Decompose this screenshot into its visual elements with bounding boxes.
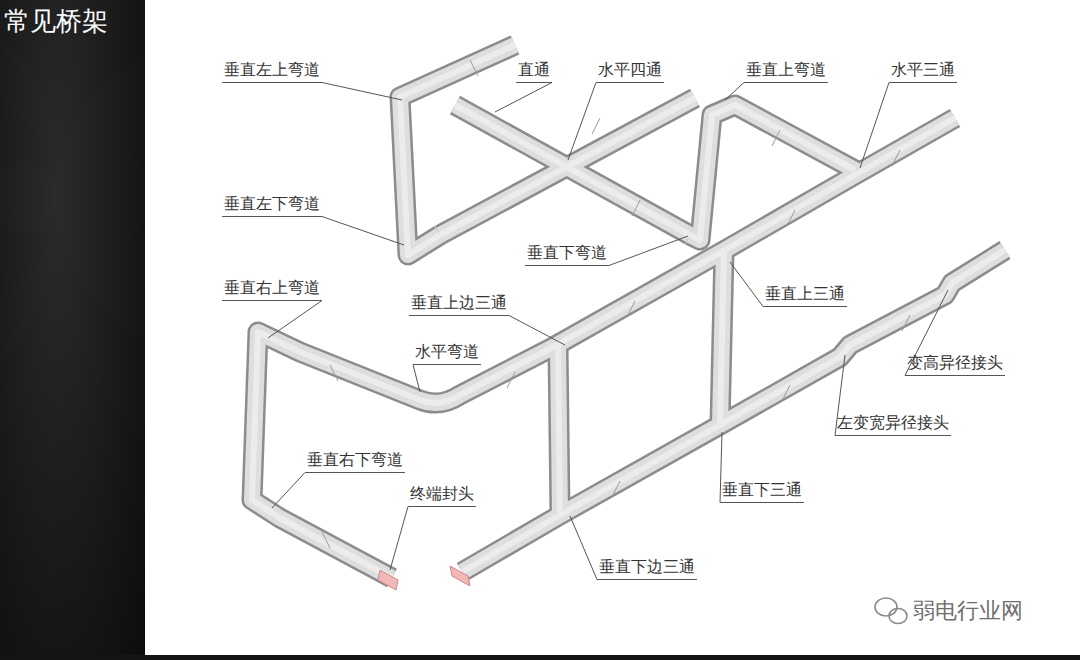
part-label: 水平弯道 bbox=[413, 342, 481, 365]
chalkboard-panel bbox=[0, 0, 145, 660]
leader-line bbox=[390, 507, 408, 571]
part-label: 垂直下弯道 bbox=[525, 243, 609, 266]
leader-line bbox=[725, 83, 744, 101]
watermark: 弱电行业网 bbox=[913, 597, 1023, 625]
leader-line bbox=[570, 516, 597, 580]
leader-line bbox=[268, 301, 322, 339]
part-label: 垂直右下弯道 bbox=[305, 450, 405, 473]
part-label: 左变宽异径接头 bbox=[835, 413, 951, 436]
part-label: 终端封头 bbox=[408, 484, 476, 507]
leader-line bbox=[730, 262, 763, 307]
part-label: 水平四通 bbox=[596, 60, 664, 83]
wechat-icon bbox=[875, 598, 907, 624]
leader-line bbox=[509, 316, 565, 346]
part-label: 垂直上三通 bbox=[763, 284, 847, 307]
part-label: 直通 bbox=[516, 60, 552, 83]
leader-line bbox=[322, 83, 402, 101]
part-label: 垂直上边三通 bbox=[409, 293, 509, 316]
part-label: 垂直下三通 bbox=[720, 480, 804, 503]
leader-line bbox=[860, 83, 889, 169]
leader-line bbox=[413, 365, 420, 393]
part-label: 水平三通 bbox=[889, 60, 957, 83]
part-label: 垂直左上弯道 bbox=[222, 60, 322, 83]
leader-line bbox=[495, 83, 552, 113]
leader-line bbox=[609, 236, 688, 266]
part-label: 垂直左下弯道 bbox=[222, 194, 322, 217]
part-label: 变高异径接头 bbox=[905, 353, 1005, 376]
leader-line bbox=[720, 432, 722, 503]
part-label: 垂直下边三通 bbox=[597, 557, 697, 580]
leader-line bbox=[322, 217, 404, 246]
page-title: 常见桥架 bbox=[4, 4, 108, 38]
leader-line bbox=[568, 83, 596, 161]
part-label: 垂直上弯道 bbox=[744, 60, 828, 83]
bottom-bar bbox=[0, 655, 1080, 660]
leader-line bbox=[272, 473, 305, 509]
part-label: 垂直右上弯道 bbox=[222, 278, 322, 301]
